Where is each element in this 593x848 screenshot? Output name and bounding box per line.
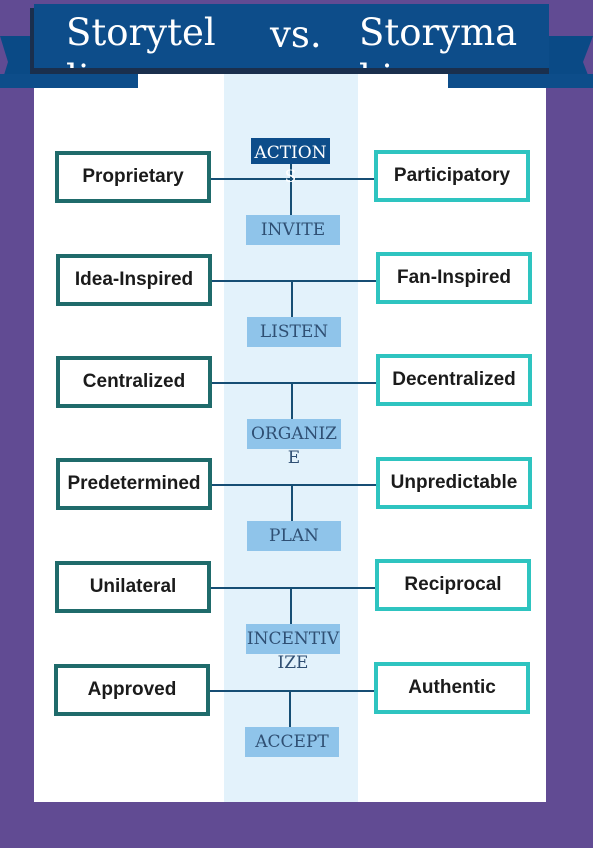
connector-row-5 — [210, 587, 376, 589]
title-left: Storytelling — [66, 11, 216, 68]
action-listen: LISTEN — [247, 317, 341, 347]
stem-4 — [291, 484, 293, 524]
connector-row-4 — [210, 484, 378, 486]
storytelling-centralized: Centralized — [56, 356, 212, 408]
storymaking-reciprocal: Reciprocal — [375, 559, 531, 611]
storytelling-predetermined: Predetermined — [56, 458, 212, 510]
title-tab-left — [0, 74, 138, 88]
action-incentivize: INCENTIVIZE — [246, 624, 340, 673]
storytelling-proprietary: Proprietary — [55, 151, 211, 203]
action-plan: PLAN — [247, 521, 341, 551]
actions-header: ACTIONS — [251, 138, 330, 187]
stem-6 — [289, 690, 291, 730]
action-organize: ORGANIZE — [247, 419, 341, 468]
storymaking-participatory: Participatory — [374, 150, 530, 202]
title-tab-right — [448, 74, 593, 88]
connector-row-1 — [210, 178, 376, 180]
storytelling-approved: Approved — [54, 664, 210, 716]
title-banner: Storytelling vs. Storymaking — [34, 4, 549, 68]
stem-2 — [291, 280, 293, 320]
connector-row-6 — [208, 690, 376, 692]
action-accept: ACCEPT — [245, 727, 339, 757]
stem-1 — [290, 162, 292, 216]
storymaking-decentralized: Decentralized — [376, 354, 532, 406]
title-vs: vs. — [270, 13, 322, 56]
connector-row-2 — [210, 280, 378, 282]
storymaking-authentic: Authentic — [374, 662, 530, 714]
stem-5 — [290, 587, 292, 627]
storymaking-fan-inspired: Fan-Inspired — [376, 252, 532, 304]
connector-row-3 — [210, 382, 378, 384]
storytelling-idea-inspired: Idea-Inspired — [56, 254, 212, 306]
action-invite: INVITE — [246, 215, 340, 245]
storytelling-unilateral: Unilateral — [55, 561, 211, 613]
stem-3 — [291, 382, 293, 422]
storymaking-unpredictable: Unpredictable — [376, 457, 532, 509]
title-right: Storymaking — [359, 11, 518, 68]
